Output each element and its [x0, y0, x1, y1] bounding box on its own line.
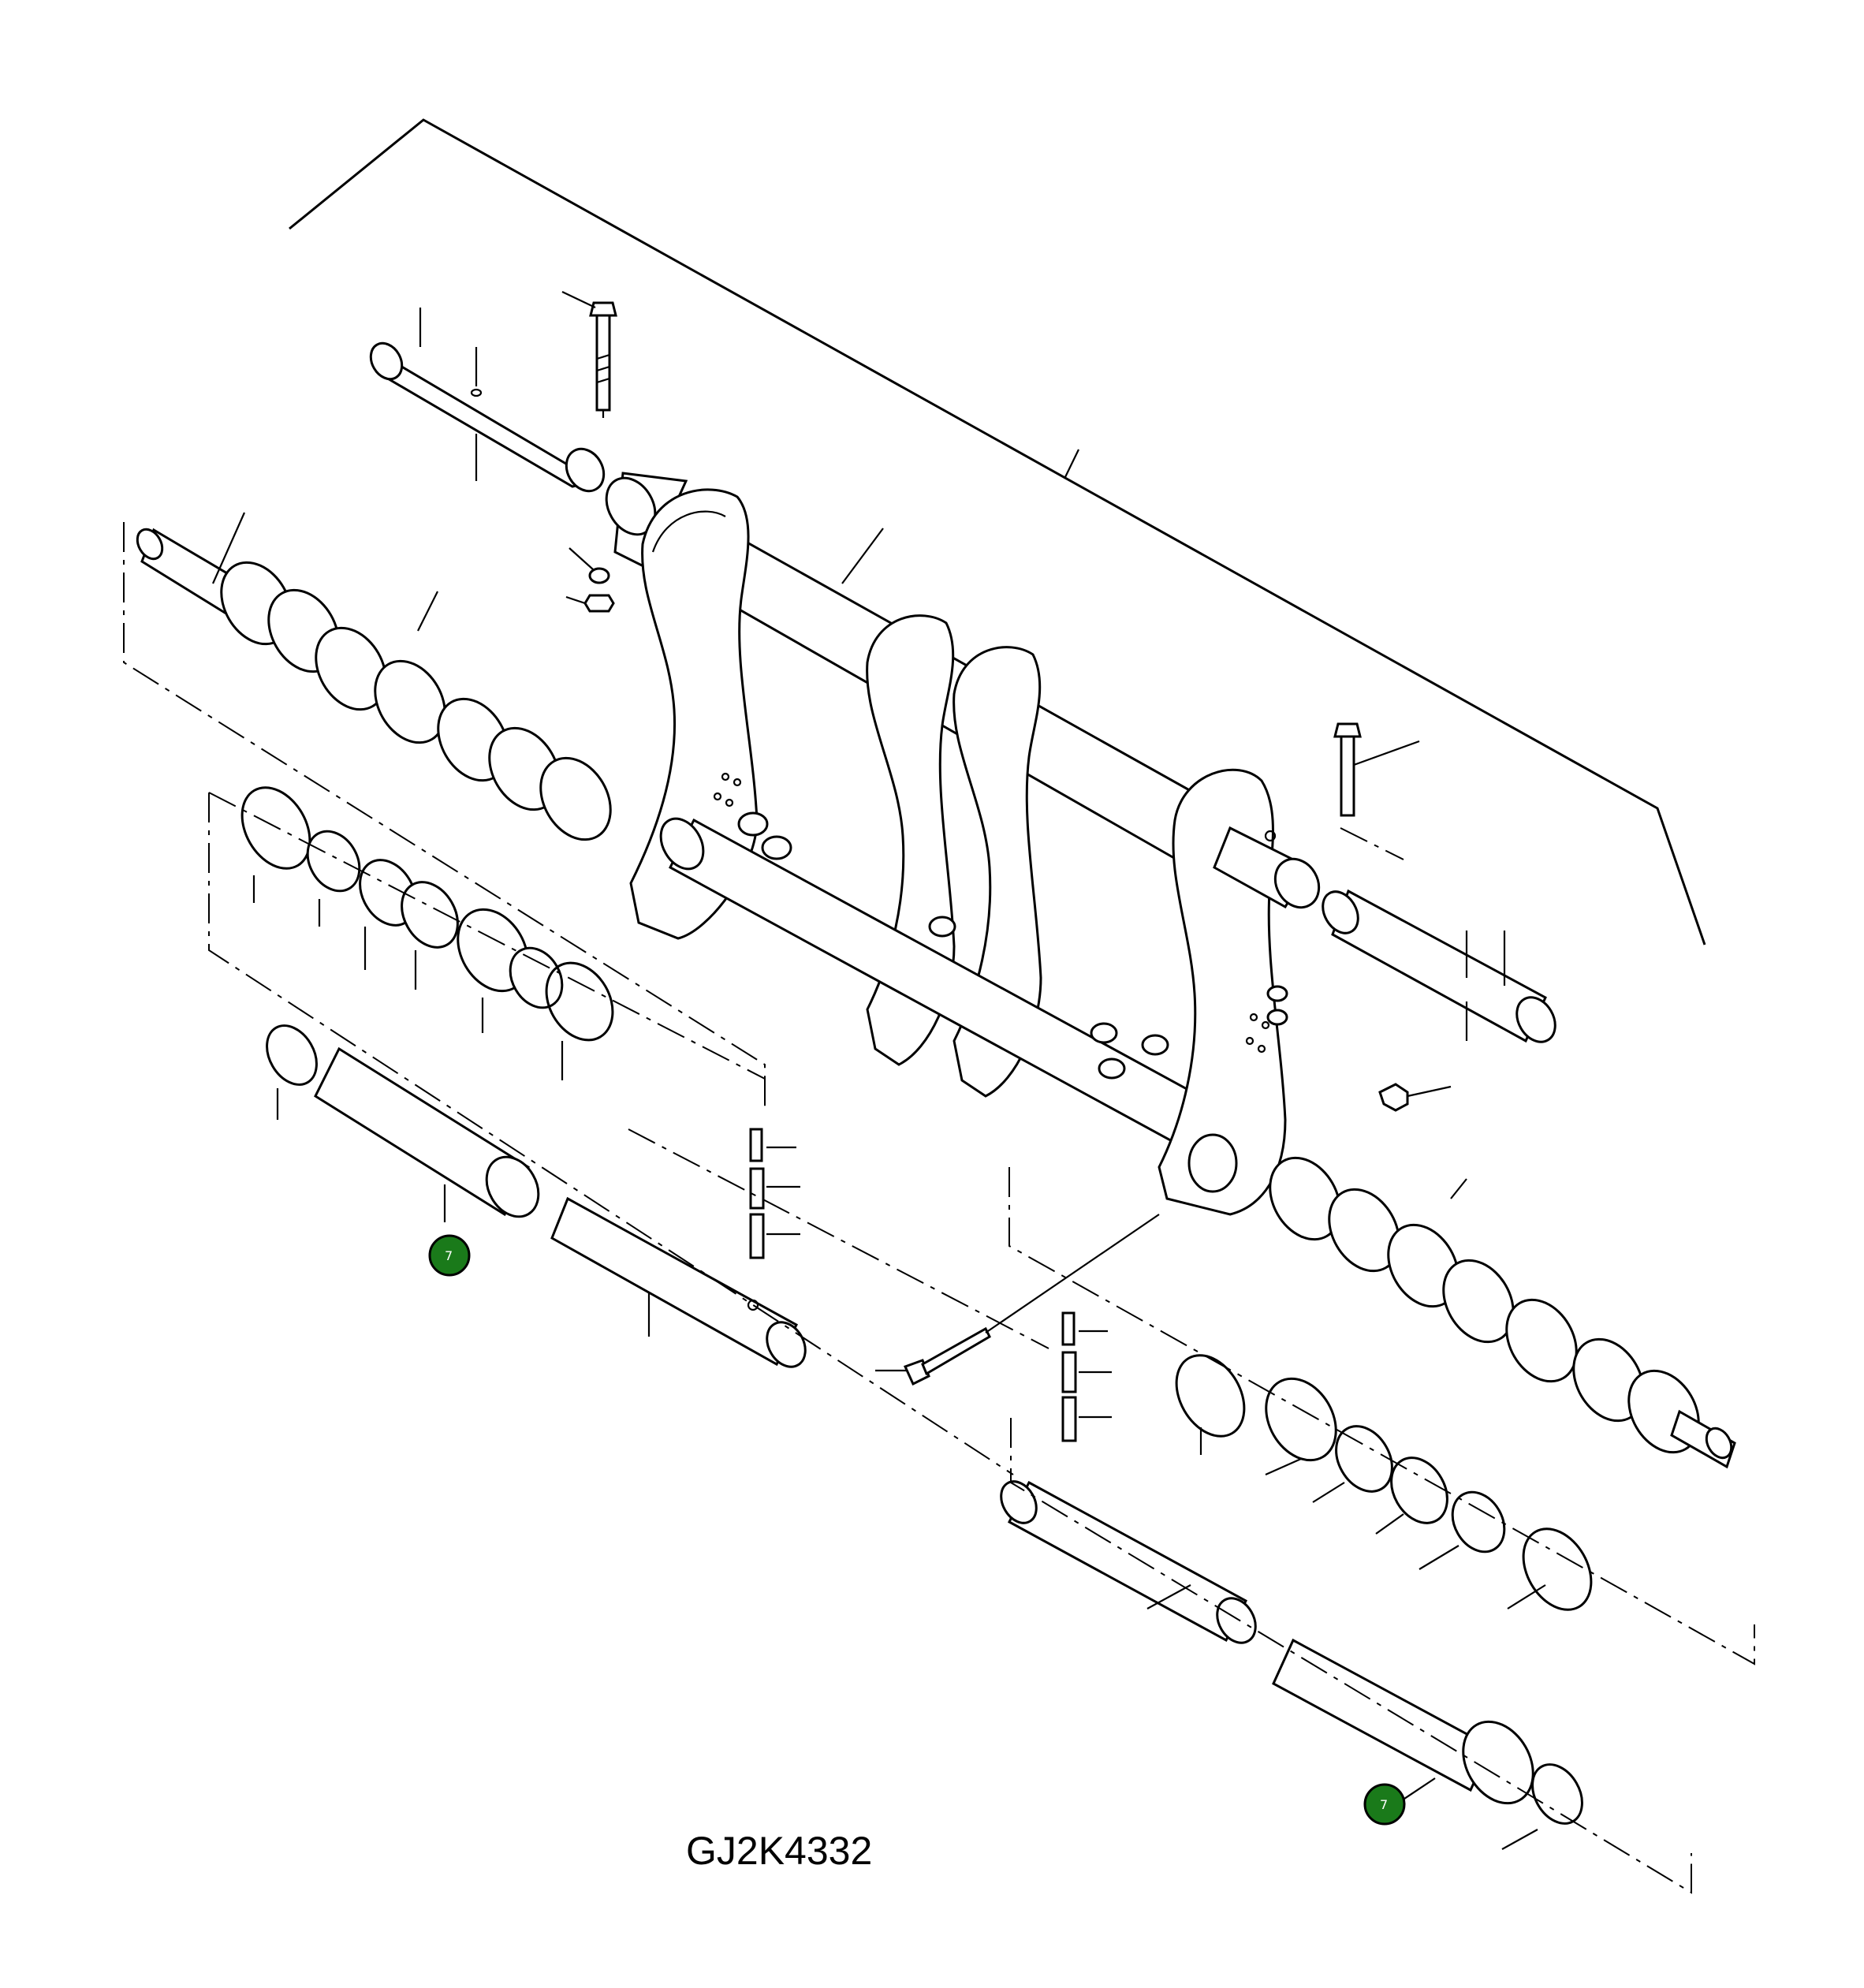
right-seal-group: [1269, 1156, 1736, 1469]
assembly-bracket: [289, 118, 1706, 946]
svg-text:7: 7: [1380, 1797, 1388, 1812]
left-dowel-pins: [749, 1128, 800, 1259]
long-bolt: [875, 1214, 1160, 1386]
guide-lines: [123, 522, 1755, 1894]
callout-left[interactable]: 7: [428, 1234, 471, 1277]
left-shaft-assembly: [136, 512, 612, 841]
right-lower-assembly: [1000, 1480, 1583, 1850]
right-lower-pin: [1322, 889, 1556, 1043]
lower-crossbeam: [659, 817, 1216, 1154]
callout-right[interactable]: 7: [1363, 1783, 1406, 1826]
right-dowel-pins: [1061, 1311, 1112, 1442]
drawing-code-label: GJ2K4332: [686, 1829, 873, 1873]
nuts-and-washers: [565, 547, 1452, 1112]
right-bearing-group: [1175, 1354, 1593, 1611]
top-left-pin: [369, 308, 606, 493]
svg-text:7: 7: [445, 1248, 453, 1263]
left-sleeve-assembly: [266, 1024, 807, 1368]
top-bolt: [561, 291, 617, 418]
left-bearing-group: [240, 786, 614, 1080]
middle-frame-arm-2: [953, 646, 1042, 1098]
right-bolt: [1333, 722, 1420, 817]
right-top-pin: [1213, 826, 1321, 909]
